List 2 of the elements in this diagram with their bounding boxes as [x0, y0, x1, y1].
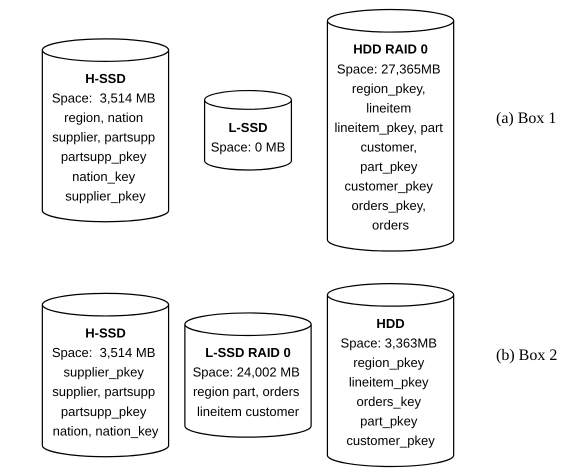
- caption: (b) Box 2: [496, 347, 558, 366]
- caption: (a) Box 1: [496, 110, 558, 128]
